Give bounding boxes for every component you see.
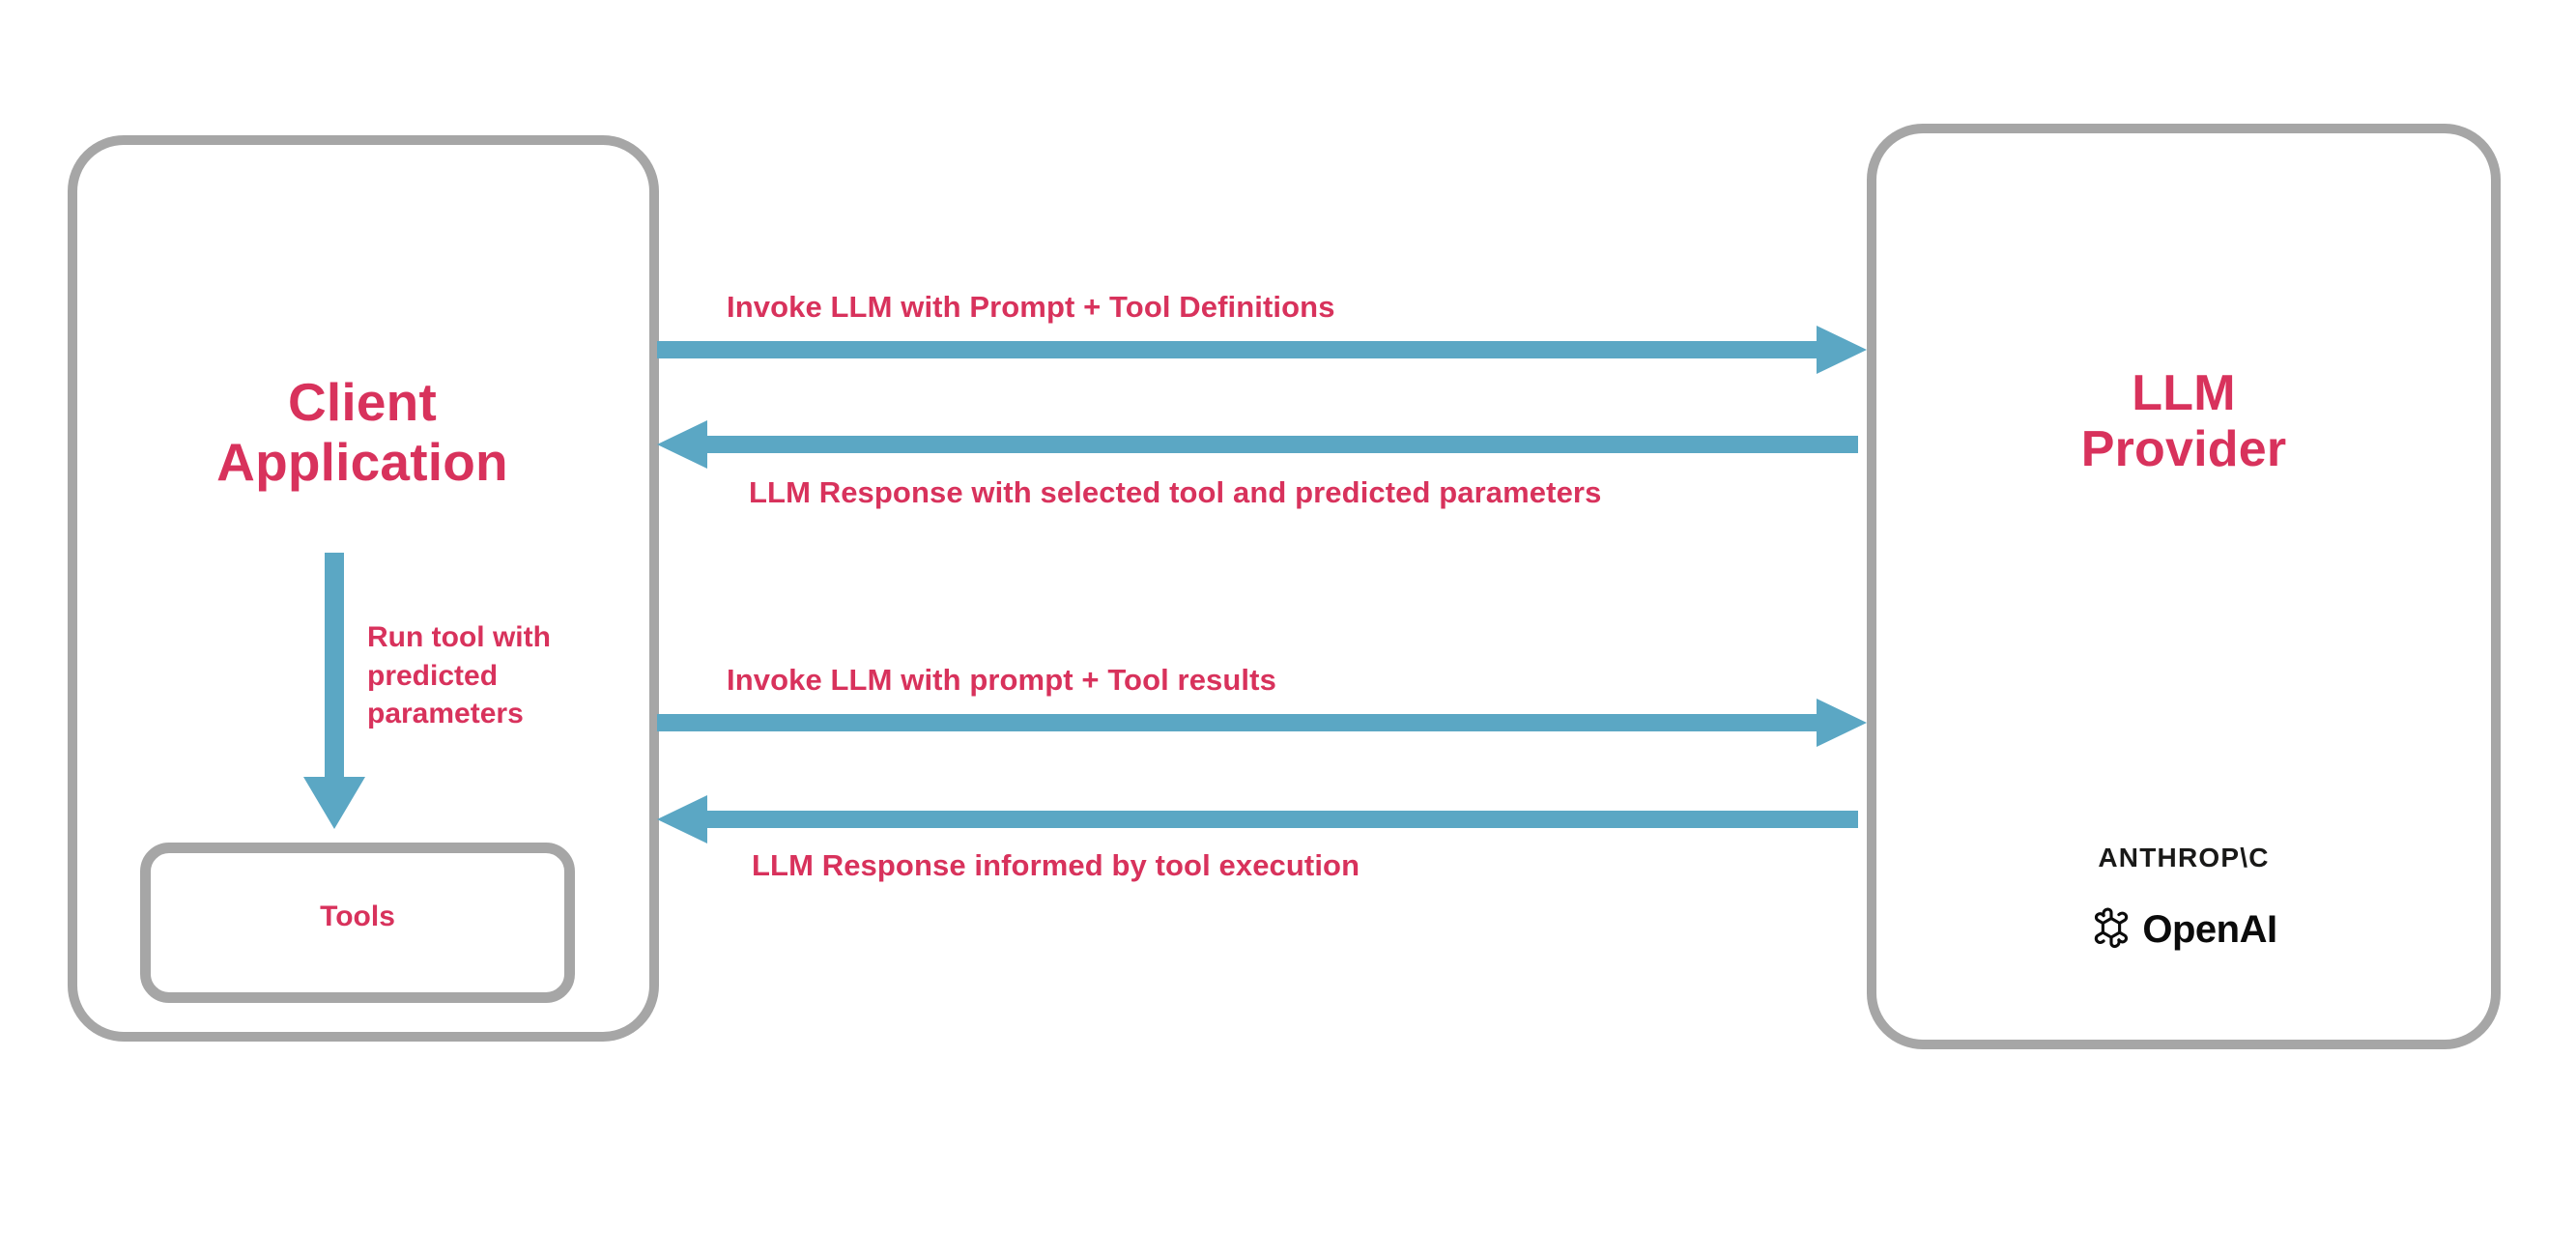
arrow-invoke-llm-tool-results — [657, 698, 1867, 748]
arrow-llm-response-informed — [657, 794, 1858, 844]
llm-provider-box — [1867, 124, 2501, 1049]
client-application-title: Client Application — [82, 372, 643, 492]
tools-box-label: Tools — [320, 901, 395, 932]
arrow-invoke-llm-prompt-tools — [657, 325, 1867, 375]
run-tool-arrow-label: Run tool with predicted parameters — [367, 621, 551, 730]
arrow-label-invoke-llm-prompt-tools: Invoke LLM with Prompt + Tool Definition… — [727, 290, 1335, 324]
openai-wordmark: OpenAI — [2142, 908, 2277, 951]
arrow-label-llm-response-informed: LLM Response informed by tool execution — [752, 848, 1360, 882]
anthropic-logo: ANTHROP\C — [2098, 843, 2270, 872]
tools-box — [140, 843, 575, 1003]
client-application-title-line-1: Client — [288, 372, 437, 432]
llm-provider-title-line-1: LLM — [2132, 365, 2236, 421]
openai-logo: OpenAI — [1894, 906, 2474, 954]
client-application-title-line-2: Application — [216, 431, 508, 492]
llm-provider-title-line-2: Provider — [2080, 421, 2287, 478]
arrow-label-llm-response-selected-tool: LLM Response with selected tool and pred… — [749, 475, 1602, 509]
arrow-label-invoke-llm-tool-results: Invoke LLM with prompt + Tool results — [727, 663, 1276, 697]
llm-provider-title: LLM Provider — [1894, 365, 2474, 477]
openai-mark-icon — [2090, 906, 2132, 954]
run-tool-arrow — [300, 553, 369, 831]
arrow-llm-response-selected-tool — [657, 419, 1858, 470]
